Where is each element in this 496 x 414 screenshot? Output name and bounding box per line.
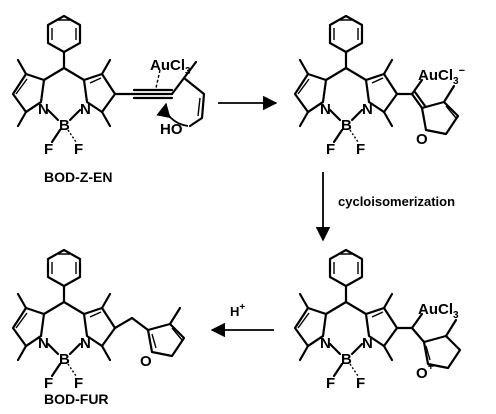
structure-bod-fur: N N B F F O (11, 248, 186, 392)
svg-text:F: F (44, 375, 53, 392)
structure-oxonium-intermediate: N N B F F AuCl3 O+ (293, 248, 462, 392)
au-reagent-3: AuCl3 (418, 301, 459, 321)
svg-text:N: N (362, 101, 373, 118)
svg-text:F: F (326, 141, 335, 158)
svg-text:F: F (356, 141, 365, 158)
svg-text:F: F (356, 375, 365, 392)
atom-f-right: F (74, 141, 83, 158)
svg-text:N: N (320, 335, 331, 352)
svg-text:O: O (140, 353, 152, 370)
svg-text:N: N (362, 335, 373, 352)
atom-f-left: F (44, 141, 53, 158)
svg-text:B: B (59, 351, 70, 368)
svg-text:B: B (341, 117, 352, 134)
au-reagent-2: AuCl3− (418, 65, 465, 87)
atom-b: B (59, 117, 70, 134)
structure-bod-z-en: N N B F F AuCl3 HO (11, 14, 206, 158)
hydroxyl-group: HO (160, 121, 183, 138)
structure-gold-intermediate: N N B F F AuCl3− O (293, 14, 465, 158)
svg-text:O+: O+ (416, 361, 434, 382)
atom-n-left: N (38, 101, 49, 118)
au-reagent-1: AuCl3 (150, 57, 191, 77)
label-bod-z-en: BOD-Z-EN (44, 169, 112, 185)
svg-text:F: F (74, 375, 83, 392)
svg-text:B: B (341, 351, 352, 368)
svg-text:N: N (38, 335, 49, 352)
svg-text:N: N (320, 101, 331, 118)
atom-n-right: N (80, 101, 91, 118)
svg-text:O: O (416, 131, 428, 148)
label-cycloisomerization: cycloisomerization (338, 194, 455, 209)
svg-text:F: F (326, 375, 335, 392)
label-bod-fur: BOD-FUR (44, 391, 109, 407)
label-acid: H+ (230, 302, 245, 319)
svg-text:N: N (80, 335, 91, 352)
